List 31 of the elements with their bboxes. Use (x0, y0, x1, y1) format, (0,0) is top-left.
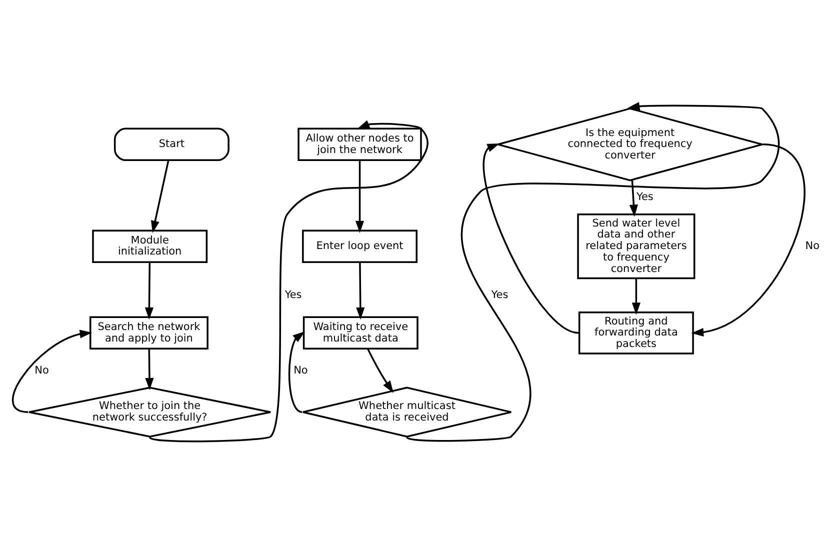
node-box: Search the network and apply to join (89, 316, 208, 350)
edge-label: No (805, 240, 820, 252)
arrow (145, 348, 154, 390)
edge-label: Yes (284, 289, 302, 302)
node-box: Start (114, 128, 230, 162)
arrow (144, 262, 154, 320)
edge-label: No (294, 364, 308, 376)
arrow (356, 262, 365, 320)
arrow (288, 331, 306, 413)
arrow (150, 160, 170, 234)
node-box: Enter loop event (302, 230, 418, 263)
arrow (629, 180, 638, 217)
node-box: Allow other nodes to join the network (298, 128, 422, 162)
edge-label: No (34, 364, 49, 376)
node-box: Send water level data and other related parameters to frequency converter (577, 214, 696, 280)
arrow (691, 144, 806, 337)
edge-label: Yes (491, 289, 508, 302)
node-box: Routing and forwarding data packets (578, 312, 694, 354)
arrow (482, 143, 579, 334)
node-box: Waiting to receive multicast data (302, 316, 418, 350)
arrow (367, 348, 394, 393)
arrow (150, 120, 428, 442)
node-diamond: Is the equipment connected to frequency converter (494, 108, 766, 182)
arrow (406, 102, 780, 442)
node-diamond: Whether multicast data is received (302, 386, 512, 438)
node-diamond: Whether to join the network successfully? (28, 386, 272, 438)
arrow (632, 278, 640, 315)
edge-label: Yes (636, 191, 654, 204)
node-box: Module initialization (92, 230, 208, 263)
arrow (12, 330, 92, 413)
arrow (355, 160, 364, 234)
